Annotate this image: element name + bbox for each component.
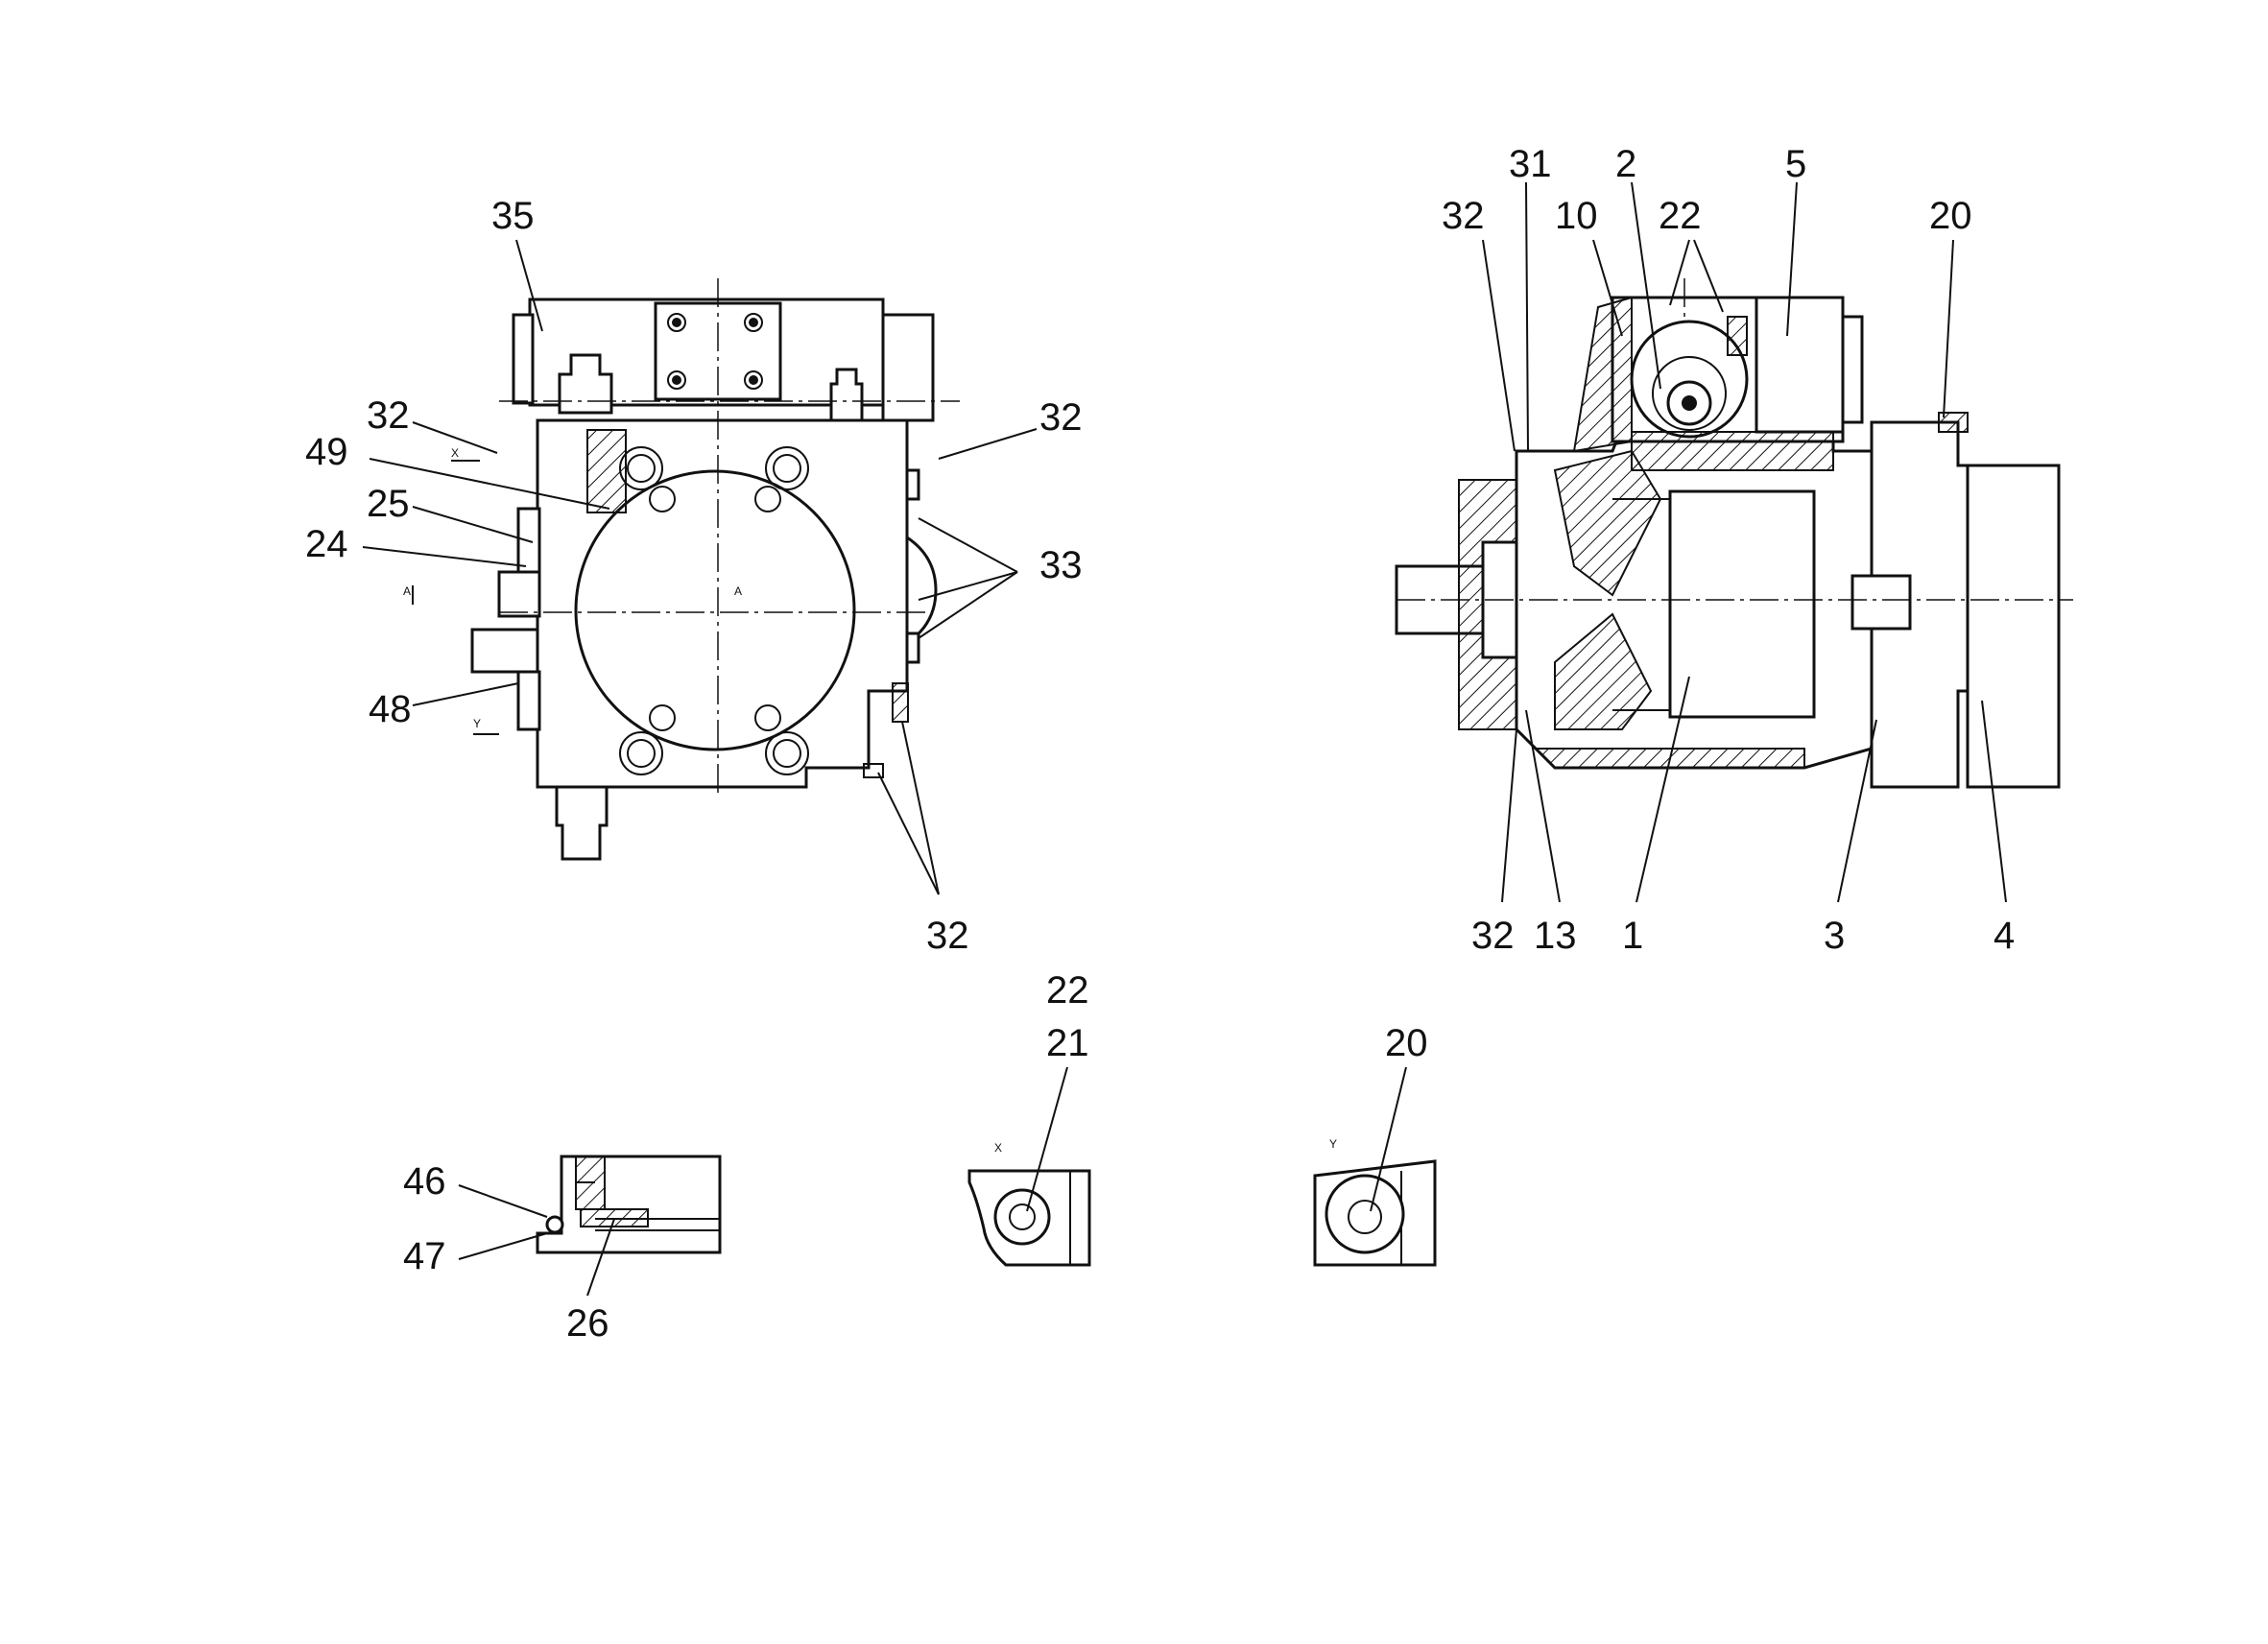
- bolt-head: [667, 370, 686, 390]
- label-46: 46: [403, 1160, 446, 1203]
- bolt-head: [667, 313, 686, 332]
- flange-bolt: [619, 731, 663, 775]
- shaft-coupling: [1850, 574, 1912, 631]
- label-32: 32: [926, 915, 969, 957]
- section-mark-x: X: [994, 1141, 1002, 1155]
- detail-views: 46 47 26 X 22 21 Y 20: [403, 969, 1437, 1345]
- label-21: 21: [1046, 1022, 1089, 1064]
- port-y: [1325, 1174, 1405, 1254]
- detail-left: 46 47 26: [403, 1155, 722, 1345]
- label-35: 35: [491, 195, 535, 237]
- label-20: 20: [1385, 1022, 1428, 1064]
- front-view: A A X Y 35 32 49 25 24 48 32 33 32: [305, 195, 1083, 957]
- section-mark-y: Y: [1329, 1137, 1337, 1151]
- valve-left: [558, 353, 613, 415]
- section-mark-a2: A: [734, 584, 742, 598]
- rear-pump-4: [1966, 464, 2061, 789]
- detail-y: Y 20: [1313, 1022, 1437, 1267]
- small-bolt: [754, 486, 781, 512]
- detail-x: X 22 21: [967, 969, 1091, 1267]
- small-bolt: [754, 704, 781, 731]
- small-bolt: [649, 486, 676, 512]
- label-24: 24: [305, 523, 348, 565]
- control-block-5: [1755, 296, 1845, 434]
- shaft-left: [497, 570, 541, 618]
- flange-bolt: [765, 446, 809, 490]
- label-22: 22: [1659, 195, 1702, 237]
- bolt-head: [744, 370, 763, 390]
- label-10: 10: [1555, 195, 1598, 237]
- label-2: 2: [1615, 143, 1636, 185]
- right-port: [905, 535, 938, 646]
- label-13: 13: [1534, 915, 1577, 957]
- label-26: 26: [566, 1302, 609, 1345]
- section-mark-x: X: [451, 446, 459, 460]
- flange-bolt: [765, 731, 809, 775]
- shaft-end: [470, 628, 539, 674]
- label-32: 32: [1442, 195, 1485, 237]
- section-view: 31 2 5 32 10 22 20 32 13 1 3 4: [1395, 143, 2073, 957]
- label-4: 4: [1993, 915, 2015, 957]
- label-3: 3: [1824, 915, 1845, 957]
- small-bolt: [649, 704, 676, 731]
- label-49: 49: [305, 431, 348, 473]
- label-32: 32: [1471, 915, 1515, 957]
- label-31: 31: [1509, 143, 1552, 185]
- label-1: 1: [1622, 915, 1643, 957]
- section-mark-y: Y: [473, 717, 481, 730]
- label-47: 47: [403, 1235, 446, 1277]
- screw-plug: [586, 429, 627, 513]
- valve-bottom: [555, 785, 609, 861]
- bolt-head: [744, 313, 763, 332]
- main-flange-circle: [574, 469, 856, 751]
- valve-right: [829, 368, 864, 424]
- cylinder-block: [1668, 489, 1816, 719]
- label-5: 5: [1785, 143, 1806, 185]
- label-33: 33: [1039, 544, 1083, 586]
- label-22: 22: [1046, 969, 1089, 1012]
- plug-26: [580, 1208, 649, 1227]
- label-25: 25: [367, 483, 410, 525]
- label-32: 32: [1039, 396, 1083, 439]
- label-32: 32: [367, 394, 410, 437]
- swash-plate: [1553, 449, 1662, 597]
- port-x: [993, 1188, 1051, 1246]
- section-mark-a1: A: [403, 584, 411, 598]
- label-20: 20: [1929, 195, 1972, 237]
- label-48: 48: [369, 688, 412, 730]
